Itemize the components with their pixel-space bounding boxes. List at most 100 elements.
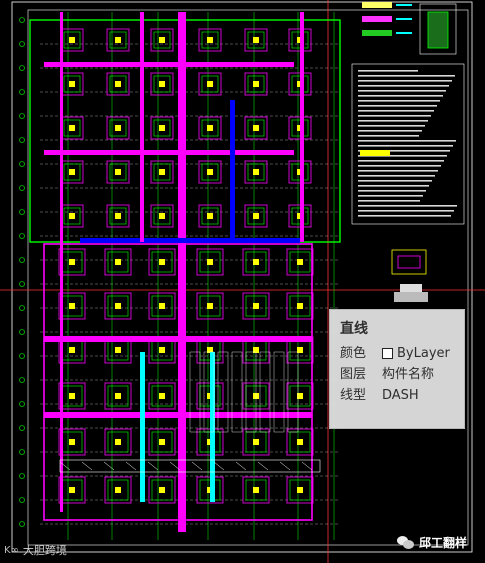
footing-outline bbox=[104, 292, 132, 320]
column-core bbox=[69, 125, 75, 131]
column-core bbox=[297, 393, 303, 399]
footing-rebar bbox=[289, 295, 311, 317]
axis-bubble bbox=[19, 17, 25, 23]
column-core bbox=[297, 439, 303, 445]
column-core bbox=[253, 213, 259, 219]
hatch-line bbox=[59, 461, 71, 471]
axis-bubble bbox=[19, 137, 25, 143]
column-core bbox=[115, 487, 121, 493]
column-core bbox=[207, 169, 213, 175]
hatch-line bbox=[279, 461, 291, 471]
footing-outline bbox=[196, 248, 224, 276]
footing-outline bbox=[286, 428, 314, 456]
tooltip-row-linetype: 线型 DASH bbox=[340, 385, 454, 406]
tooltip-value-text: ByLayer bbox=[397, 346, 450, 361]
notes-line bbox=[358, 90, 446, 92]
notes-line bbox=[358, 140, 456, 142]
footing-outline bbox=[196, 292, 224, 320]
axis-bubble bbox=[19, 233, 25, 239]
column-core bbox=[159, 487, 165, 493]
footing-outline bbox=[104, 248, 132, 276]
tooltip-row-color: 颜色 ByLayer bbox=[340, 343, 454, 364]
beam-horizontal bbox=[44, 150, 294, 155]
footing-rebar bbox=[63, 207, 81, 225]
column-core bbox=[159, 37, 165, 43]
footing-rebar bbox=[247, 75, 265, 93]
column-core bbox=[69, 37, 75, 43]
beam-vertical bbox=[60, 12, 63, 512]
hatch-line bbox=[81, 461, 93, 471]
footing-rebar bbox=[109, 119, 127, 137]
footing-rebar bbox=[153, 163, 171, 181]
beam-blue bbox=[80, 238, 300, 243]
footing-rebar bbox=[247, 207, 265, 225]
tooltip-key: 颜色 bbox=[340, 346, 367, 361]
notes-line bbox=[358, 75, 455, 77]
legend-swatch-yellow bbox=[362, 2, 392, 8]
column-core bbox=[253, 487, 259, 493]
axis-bubble bbox=[19, 473, 25, 479]
beam-horizontal bbox=[44, 62, 294, 67]
column-core bbox=[253, 259, 259, 265]
column-core bbox=[159, 213, 165, 219]
drawing-frame-outer bbox=[11, 1, 473, 553]
footing-rebar bbox=[245, 479, 267, 501]
axis-bubble bbox=[19, 185, 25, 191]
beam-vertical bbox=[140, 12, 144, 242]
footing-outline bbox=[106, 28, 130, 52]
notes-line bbox=[358, 155, 447, 157]
column-core bbox=[253, 81, 259, 87]
footing-outline bbox=[58, 428, 86, 456]
watermark-right: 邱工翻样 bbox=[396, 534, 467, 551]
axis-bubble bbox=[19, 353, 25, 359]
axis-bubble bbox=[19, 113, 25, 119]
design-notes-text bbox=[358, 70, 457, 217]
axis-bubble bbox=[19, 305, 25, 311]
notes-line bbox=[358, 200, 420, 202]
notes-line bbox=[358, 185, 429, 187]
column-core bbox=[69, 259, 75, 265]
column-core bbox=[297, 303, 303, 309]
beam-blue bbox=[230, 100, 235, 240]
footing-rebar bbox=[109, 207, 127, 225]
footing-outline bbox=[150, 28, 174, 52]
column-core bbox=[253, 37, 259, 43]
column-core bbox=[115, 439, 121, 445]
footing-rebar bbox=[201, 31, 219, 49]
axis-bubble bbox=[19, 377, 25, 383]
hatch-line bbox=[103, 461, 115, 471]
footing-rebar bbox=[107, 251, 129, 273]
footing-outline bbox=[286, 476, 314, 504]
beam-cyan bbox=[210, 352, 215, 502]
stair-step bbox=[259, 351, 271, 433]
notes-line bbox=[358, 85, 449, 87]
column-core bbox=[69, 169, 75, 175]
footing-outline bbox=[244, 204, 268, 228]
notes-line bbox=[358, 135, 419, 137]
column-core bbox=[253, 125, 259, 131]
column-core bbox=[253, 169, 259, 175]
column-core bbox=[69, 487, 75, 493]
stair-step bbox=[189, 351, 201, 433]
notes-line bbox=[358, 195, 423, 197]
footing-outline bbox=[244, 28, 268, 52]
notes-line bbox=[358, 205, 457, 207]
column-core bbox=[207, 125, 213, 131]
footing-outline bbox=[286, 382, 314, 410]
column-core bbox=[159, 393, 165, 399]
beam-horizontal bbox=[44, 412, 312, 418]
section-detail-frame bbox=[419, 3, 457, 55]
tooltip-value: 构件名称 bbox=[382, 367, 435, 382]
column-core bbox=[115, 347, 121, 353]
column-core bbox=[159, 439, 165, 445]
column-core bbox=[297, 347, 303, 353]
hatch-line bbox=[191, 461, 203, 471]
footing-rebar bbox=[247, 163, 265, 181]
footing-rebar bbox=[289, 385, 311, 407]
footing-rebar bbox=[199, 295, 221, 317]
notes-line bbox=[358, 95, 443, 97]
footing-rebar bbox=[107, 479, 129, 501]
column-core bbox=[207, 37, 213, 43]
